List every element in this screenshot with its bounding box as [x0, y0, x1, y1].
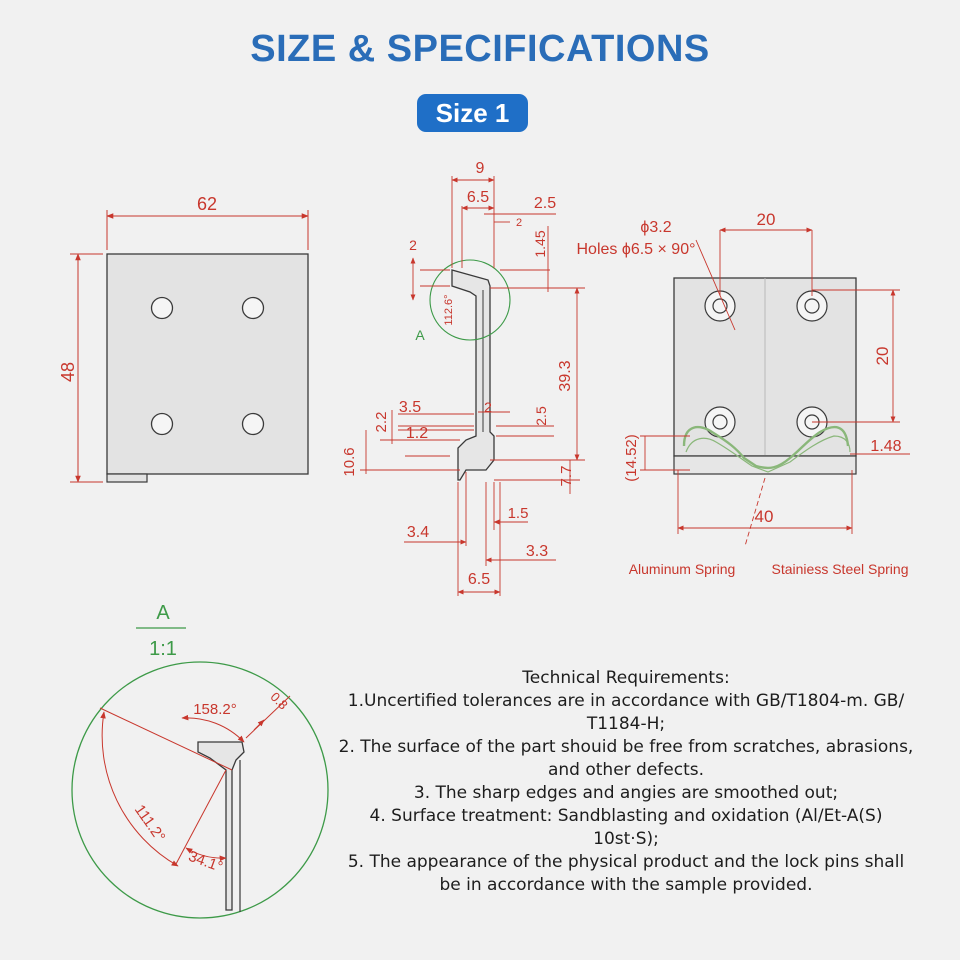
angle-111-2: 111.2°: [131, 802, 169, 846]
requirement-line: 10st·S);: [593, 829, 659, 849]
angle-34-1: 34.1°: [186, 848, 225, 876]
dim-2-small: 2: [516, 217, 522, 229]
dim-2-5-top: 2.5: [534, 195, 556, 212]
dim-2-2: 2.2: [373, 412, 390, 433]
height-dim-label: 48: [58, 362, 78, 382]
dim-3-4: 3.4: [407, 524, 429, 541]
detail-view: A 1:1 158.2° 0.8 111.2° 34.1°: [71, 602, 329, 919]
mount-hole: [150, 412, 174, 436]
dim-2-left: 2: [409, 237, 417, 253]
dim-1-5: 1.5: [508, 505, 529, 522]
detail-scale: 1:1: [149, 638, 177, 660]
plate-view: ϕ3.2 Holes ϕ6.5 × 90° 20 20 (14.52) 1.48…: [577, 210, 910, 577]
requirement-line: 1.Uncertified tolerances are in accordan…: [347, 691, 905, 711]
dim-1-45: 1.45: [532, 230, 548, 257]
mount-hole: [241, 412, 265, 436]
dim-10-6: 10.6: [341, 447, 358, 476]
dim-6-5-top: 6.5: [467, 189, 489, 206]
requirement-line: 4. Surface treatment: Sandblasting and o…: [369, 806, 883, 826]
technical-requirements: Technical Requirements: 1.Uncertified to…: [332, 667, 920, 897]
detail-a-circle: [429, 259, 511, 341]
size-badge: Size 1: [417, 94, 528, 132]
spring-profile: [682, 425, 850, 470]
requirement-line: 3. The sharp edges and angies are smooth…: [413, 783, 839, 803]
requirement-line: 2. The surface of the part shouid be fre…: [338, 737, 914, 757]
dim-20-horizontal: 20: [757, 210, 776, 229]
dim-2-5-mid: 2.5: [533, 406, 549, 426]
requirements-heading: Technical Requirements:: [522, 668, 730, 688]
mount-hole: [150, 296, 174, 320]
width-dim-label: 62: [197, 194, 217, 214]
dim-9: 9: [476, 160, 485, 177]
dim-7-7: 7.7: [558, 466, 575, 487]
requirement-line: T1184-H;: [586, 714, 666, 734]
dim-1-48: 1.48: [870, 438, 901, 455]
requirement-line: 5. The appearance of the physical produc…: [347, 852, 905, 872]
dim-1-2: 1.2: [406, 425, 428, 442]
detail-marker-a: A: [415, 327, 425, 343]
dim-14-52: (14.52): [623, 434, 640, 482]
dim-0-8: 0.8: [267, 689, 290, 712]
dim-39-3: 39.3: [557, 360, 574, 391]
dim-40: 40: [755, 507, 774, 526]
dim-2-mid: 2: [484, 399, 492, 415]
front-plate-tab: [106, 473, 148, 483]
dim-20-vertical: 20: [873, 347, 892, 366]
mount-hole: [241, 296, 265, 320]
hole-dia-label: ϕ3.2: [640, 219, 671, 236]
plate-base: [673, 455, 857, 475]
dim-6-5-bottom: 6.5: [468, 571, 490, 588]
holes-spec-label: Holes ϕ6.5 × 90°: [577, 241, 696, 258]
steel-spring-label: Stainiess Steel Spring: [772, 561, 909, 577]
page-title: SIZE & SPECIFICATIONS: [250, 28, 710, 70]
front-view: 62 48: [58, 194, 309, 483]
detail-label: A: [156, 602, 170, 624]
aluminum-spring-label: Aluminum Spring: [629, 561, 736, 577]
requirement-line: be in accordance with the sample provide…: [439, 875, 813, 895]
dim-3-5: 3.5: [399, 399, 421, 416]
dim-112-6: 112.6°: [443, 294, 455, 325]
requirement-line: and other defects.: [547, 760, 705, 780]
profile-outline: [451, 269, 495, 481]
dim-3-3: 3.3: [526, 543, 548, 560]
detail-circle: [71, 661, 329, 919]
front-plate: [106, 253, 309, 475]
angle-158-2: 158.2°: [193, 701, 237, 718]
profile-view: 9 6.5 2.5 2 2 1.45 112.6° A 39.3 3.5 2.2…: [341, 160, 585, 596]
